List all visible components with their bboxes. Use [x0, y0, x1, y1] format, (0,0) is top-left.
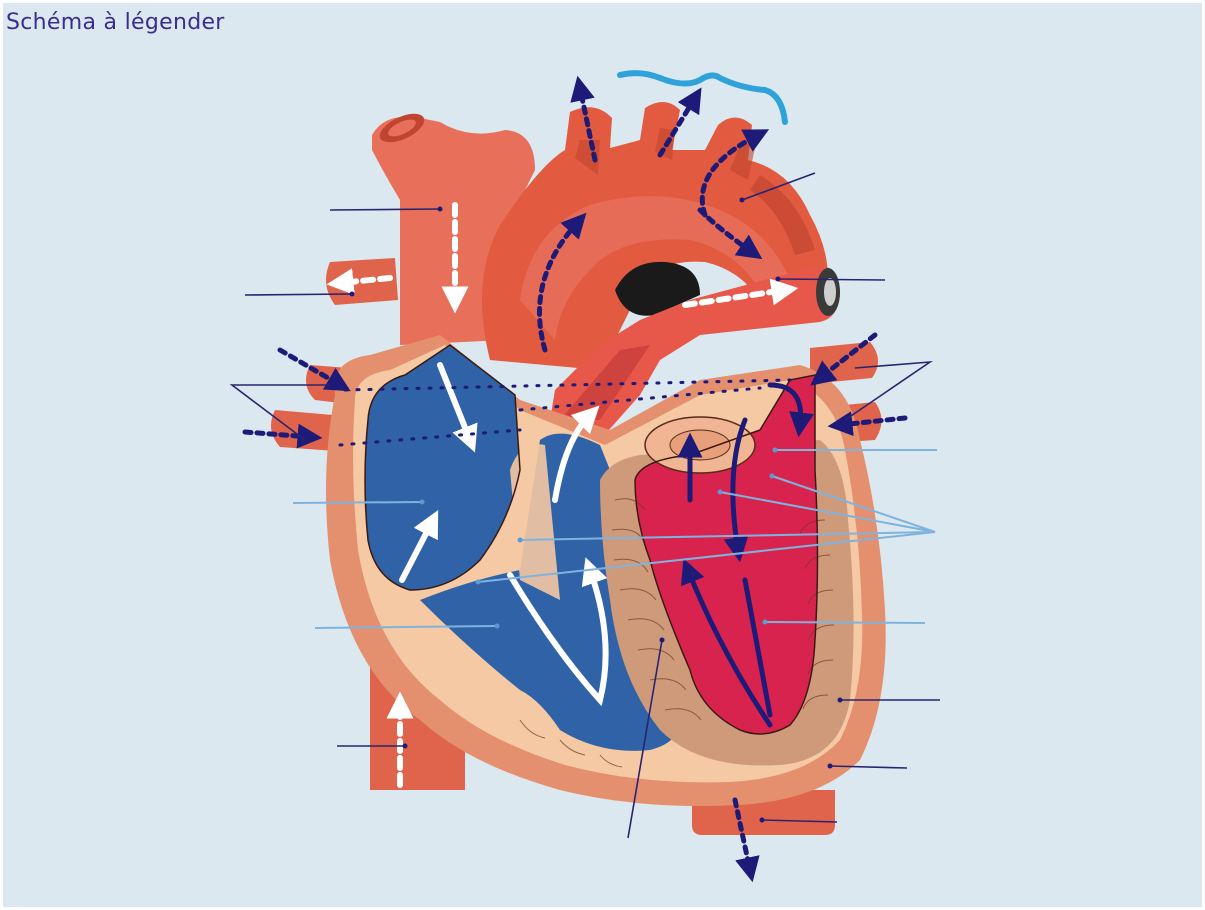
- label-leader-line: [330, 209, 440, 210]
- label-leader-line: [778, 279, 885, 280]
- label-leader-line: [293, 502, 422, 503]
- label-leader-line: [245, 294, 352, 295]
- label-leader-line: [765, 622, 925, 623]
- diagram-title: Schéma à légender: [6, 10, 225, 35]
